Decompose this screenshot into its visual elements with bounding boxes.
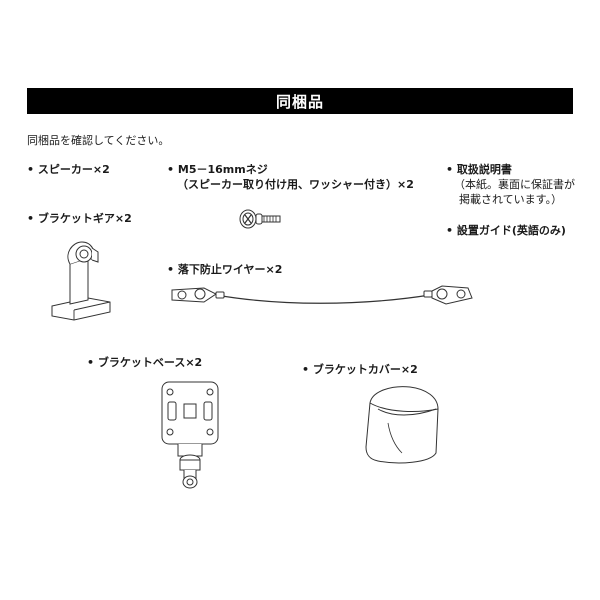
item-screw: M5－16mmネジ [167,163,268,177]
safety-wire-illustration [171,285,473,305]
item-speaker: スピーカー×2 [27,163,110,177]
bracket-base-illustration [161,381,219,489]
item-wire: 落下防止ワイヤー×2 [167,263,283,277]
item-bracket-base: ブラケットベース×2 [87,356,202,370]
intro-text: 同梱品を確認してください。 [27,134,170,147]
bracket-cover-illustration [365,386,439,464]
item-bracket-gear: ブラケットギア×2 [27,212,132,226]
screw-illustration [239,209,281,229]
item-manual-note-2: 掲載されています。） [459,193,563,206]
item-manual-note-1: （本紙。裏面に保証書が [454,178,575,191]
bracket-gear-illustration [51,241,111,321]
section-title-bar: 同梱品 [27,88,573,114]
item-bracket-cover: ブラケットカバー×2 [302,363,418,377]
item-guide: 設置ガイド(英語のみ) [446,224,566,238]
item-manual: 取扱説明書 [446,163,512,177]
section-title: 同梱品 [275,92,324,111]
item-screw-detail: （スピーカー取り付け用、ワッシャー付き）×2 [177,178,414,191]
